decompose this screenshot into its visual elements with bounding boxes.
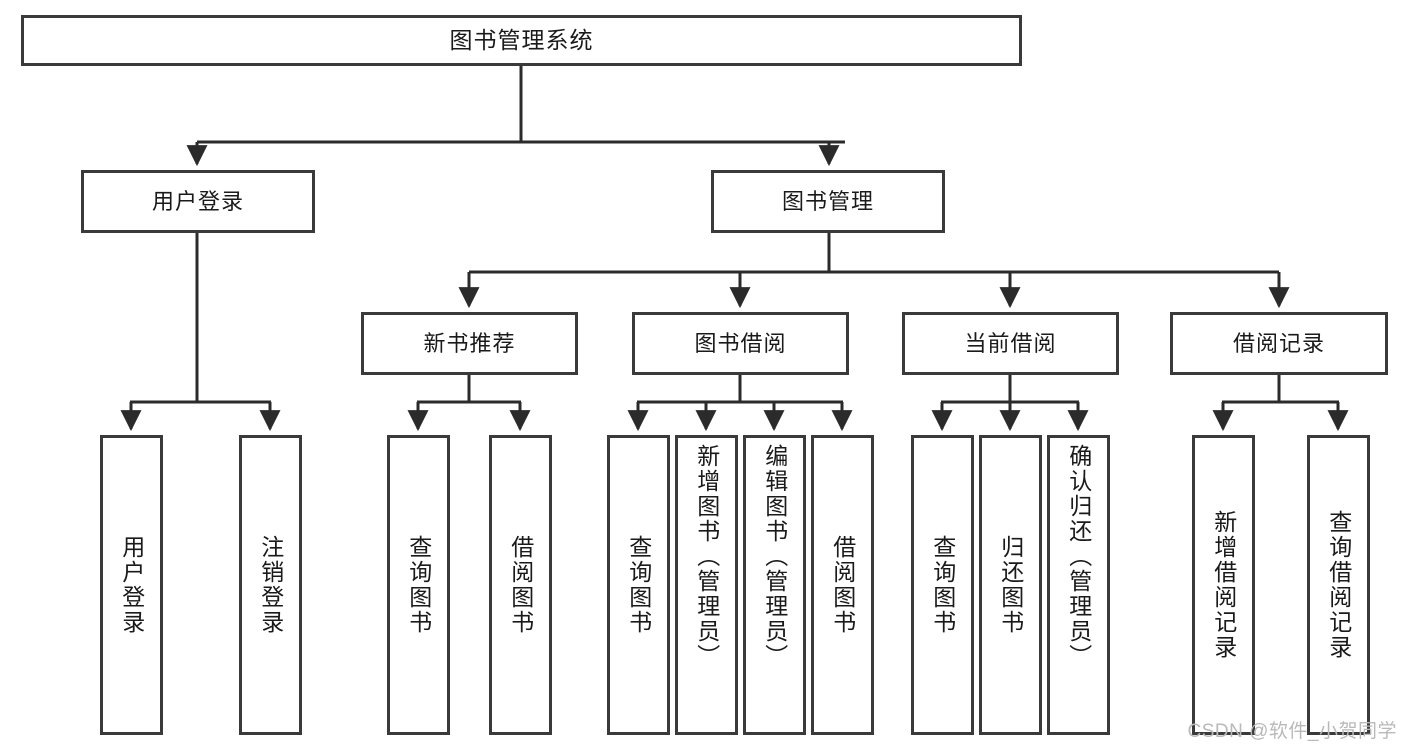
node-user-login-label: 用户登录 bbox=[151, 188, 244, 214]
node-book-manage[interactable]: 图书管理 bbox=[711, 170, 945, 233]
node-leaf-logout-label: 注销登录 bbox=[257, 535, 284, 635]
node-leaf-borrow-book-2-label: 借阅图书 bbox=[829, 535, 856, 635]
node-leaf-query-book-3[interactable]: 查询图书 bbox=[911, 435, 974, 735]
watermark: CSDN @软件_小贺同学 bbox=[1187, 721, 1397, 742]
node-leaf-edit-book[interactable]: 编辑图书（管理员） bbox=[743, 435, 806, 735]
node-leaf-add-record-label: 新增借阅记录 bbox=[1210, 510, 1237, 660]
node-leaf-confirm-return[interactable]: 确认归还（管理员） bbox=[1047, 435, 1110, 735]
node-book-borrow[interactable]: 图书借阅 bbox=[632, 312, 849, 375]
node-leaf-query-book-1[interactable]: 查询图书 bbox=[387, 435, 450, 735]
node-leaf-query-book-2-label: 查询图书 bbox=[625, 535, 652, 635]
node-leaf-query-book-1-label: 查询图书 bbox=[405, 535, 432, 635]
node-leaf-query-record[interactable]: 查询借阅记录 bbox=[1307, 435, 1370, 735]
node-leaf-add-book[interactable]: 新增图书（管理员） bbox=[675, 435, 738, 735]
node-leaf-user-login[interactable]: 用户登录 bbox=[100, 435, 163, 735]
node-current-borrow-label: 当前借阅 bbox=[964, 330, 1057, 356]
node-new-book-recommend[interactable]: 新书推荐 bbox=[361, 312, 578, 375]
node-leaf-borrow-book-2[interactable]: 借阅图书 bbox=[811, 435, 874, 735]
node-user-login[interactable]: 用户登录 bbox=[81, 170, 315, 233]
node-root[interactable]: 图书管理系统 bbox=[21, 15, 1022, 66]
node-book-manage-label: 图书管理 bbox=[781, 188, 874, 214]
node-borrow-record-label: 借阅记录 bbox=[1232, 330, 1325, 356]
node-leaf-return-book[interactable]: 归还图书 bbox=[979, 435, 1042, 735]
node-leaf-query-record-label: 查询借阅记录 bbox=[1325, 510, 1352, 660]
node-current-borrow[interactable]: 当前借阅 bbox=[902, 312, 1119, 375]
node-leaf-confirm-return-label: 确认归还（管理员） bbox=[1065, 444, 1092, 669]
node-book-borrow-label: 图书借阅 bbox=[694, 330, 787, 356]
node-leaf-add-record[interactable]: 新增借阅记录 bbox=[1192, 435, 1255, 735]
node-leaf-query-book-3-label: 查询图书 bbox=[929, 535, 956, 635]
node-leaf-user-login-label: 用户登录 bbox=[118, 535, 145, 635]
node-leaf-borrow-book-1[interactable]: 借阅图书 bbox=[489, 435, 552, 735]
node-leaf-borrow-book-1-label: 借阅图书 bbox=[507, 535, 534, 635]
node-leaf-logout[interactable]: 注销登录 bbox=[239, 435, 302, 735]
node-leaf-add-book-label: 新增图书（管理员） bbox=[693, 444, 720, 669]
node-leaf-return-book-label: 归还图书 bbox=[997, 535, 1024, 635]
node-root-label: 图书管理系统 bbox=[449, 27, 594, 54]
node-leaf-edit-book-label: 编辑图书（管理员） bbox=[761, 444, 788, 669]
node-leaf-query-book-2[interactable]: 查询图书 bbox=[607, 435, 670, 735]
node-new-book-recommend-label: 新书推荐 bbox=[423, 330, 516, 356]
node-borrow-record[interactable]: 借阅记录 bbox=[1170, 312, 1388, 375]
